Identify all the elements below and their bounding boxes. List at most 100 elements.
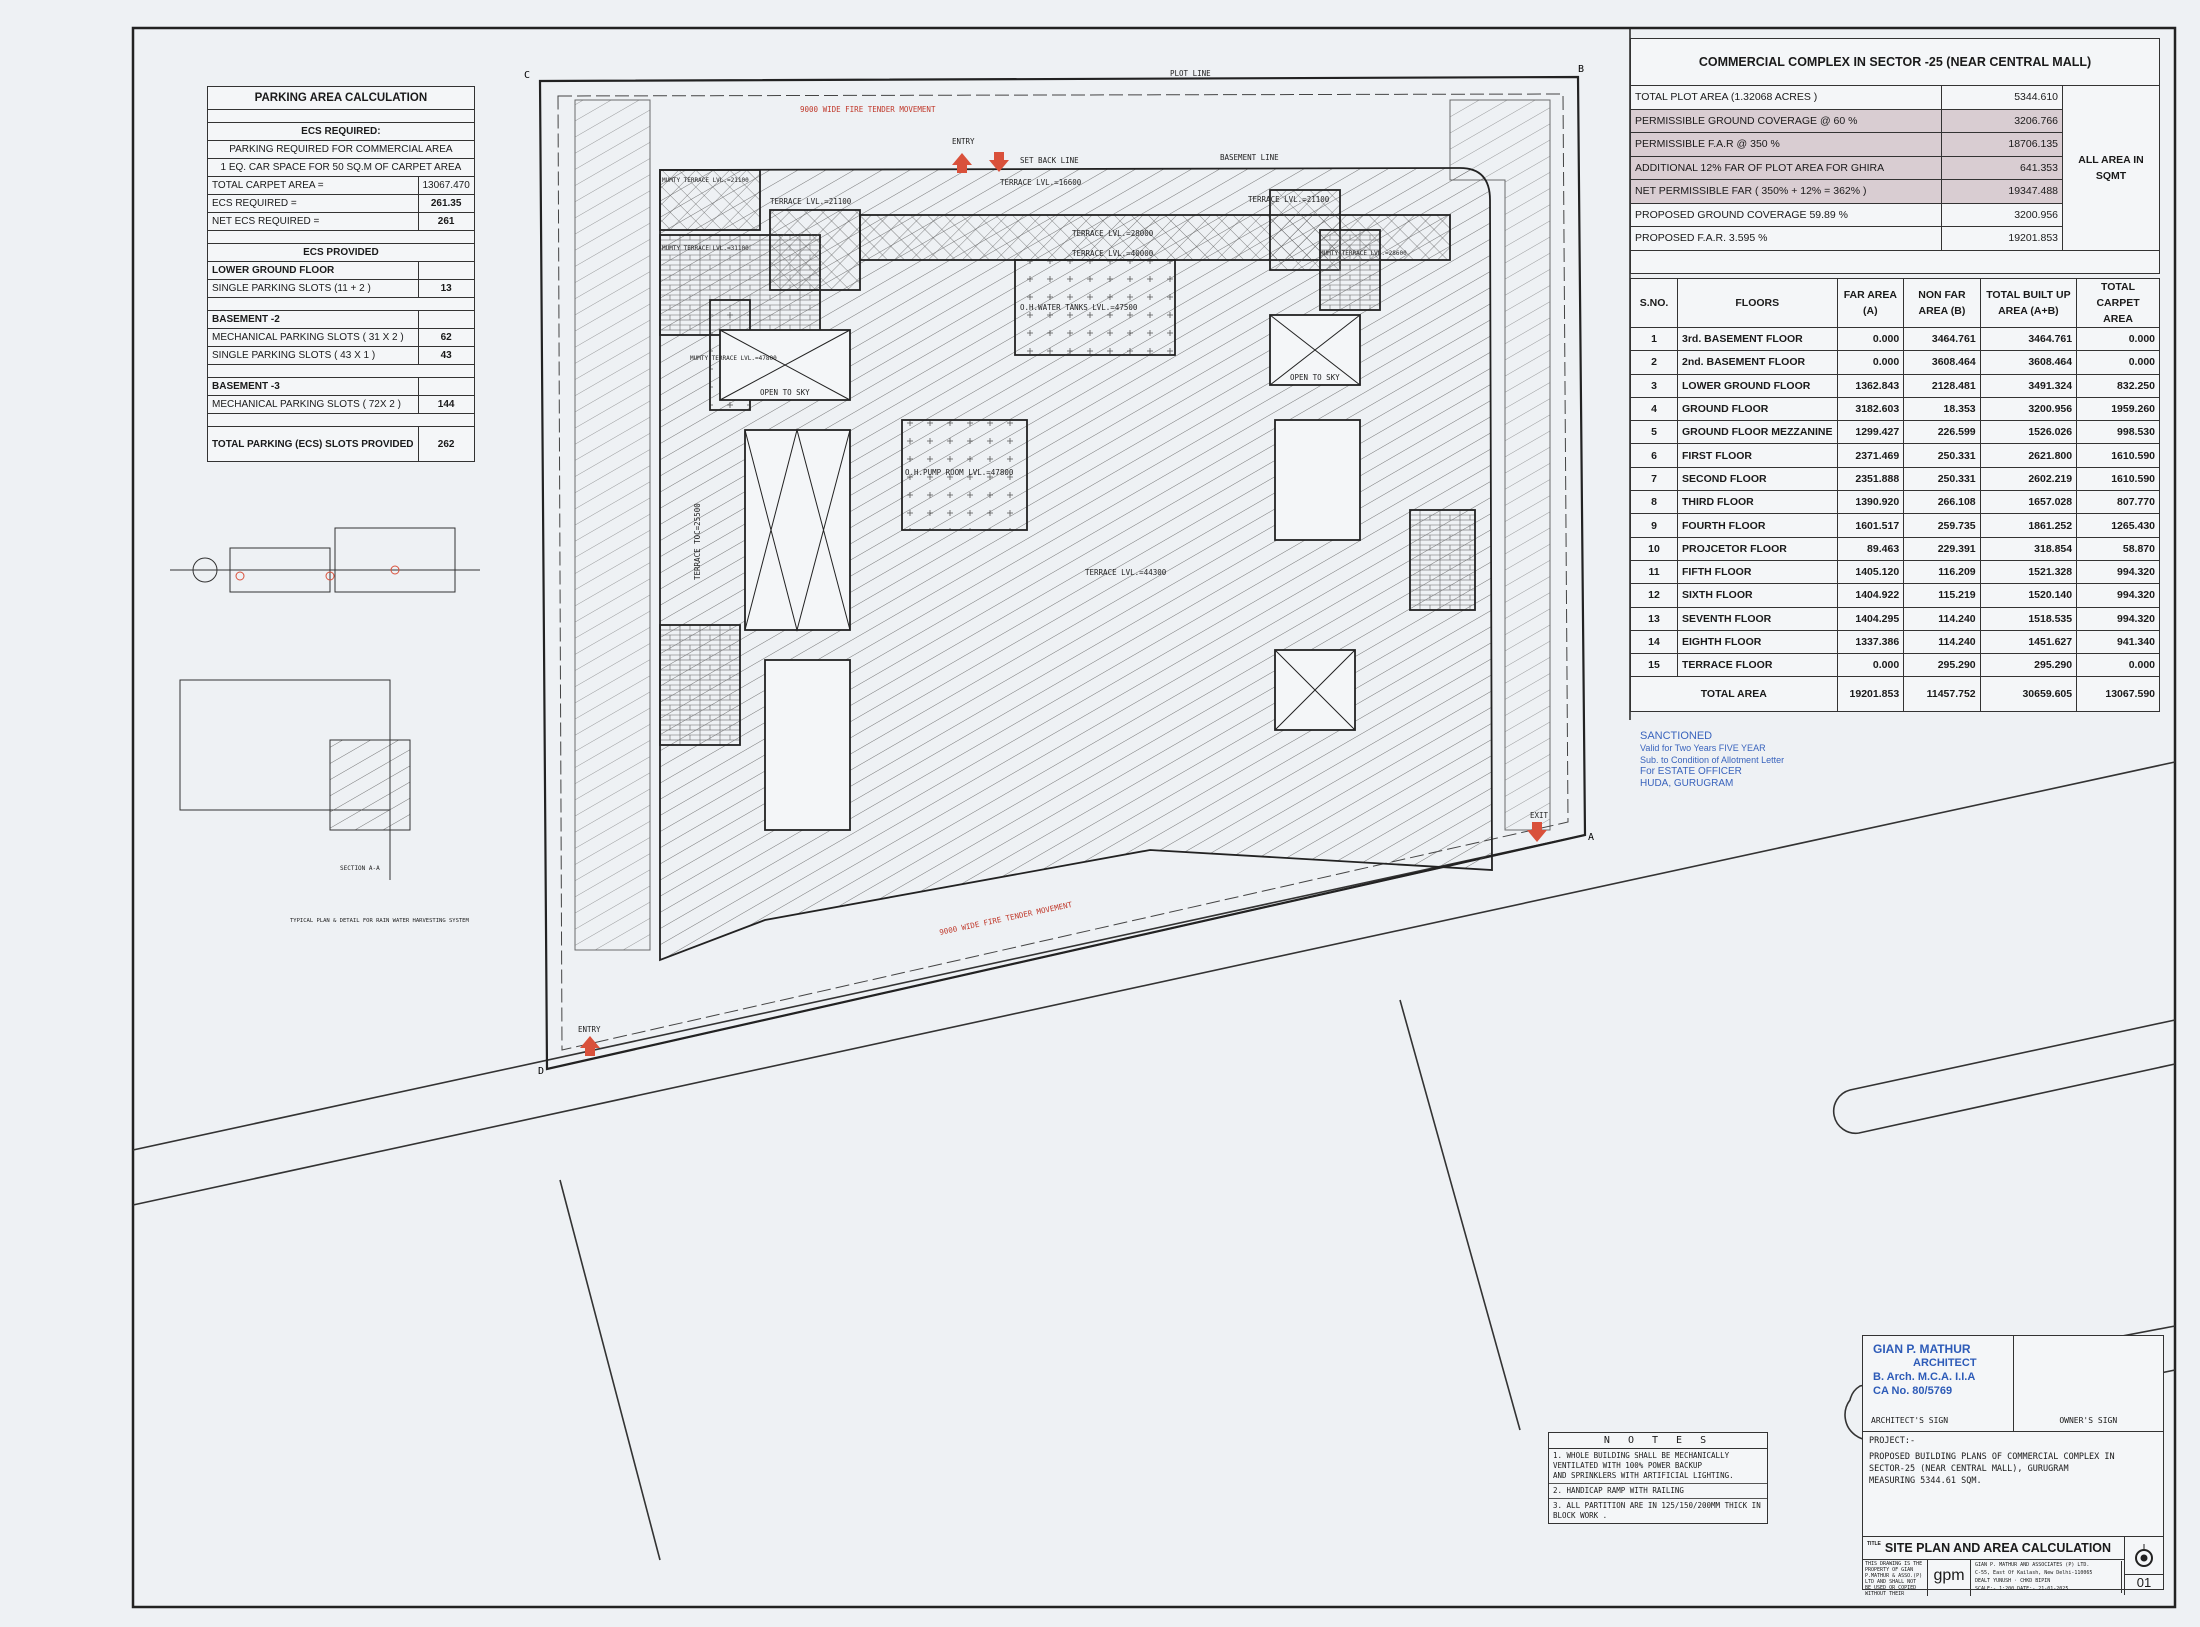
label-terrace-28000: TERRACE LVL.=28000 [1072,229,1154,238]
ramps [574,99,1551,951]
ecs-required-heading: ECS REQUIRED: [207,122,475,141]
label-entry-bottom: ENTRY [578,1025,601,1034]
summary-title: COMMERCIAL COMPLEX IN SECTOR -25 (NEAR C… [1630,38,2160,86]
note-item: 3. ALL PARTITION ARE IN 125/150/200MM TH… [1553,1501,1761,1520]
label-fire-tender-bottom: 9000 WIDE FIRE TENDER MOVEMENT [939,900,1074,937]
table-row: PROPOSED GROUND COVERAGE 59.89 %3200.956 [1630,202,2160,227]
group-heading: LOWER GROUND FLOOR [207,261,419,280]
table-row: PERMISSIBLE GROUND COVERAGE @ 60 %3206.7… [1630,108,2160,133]
column-header: FAR AREA (A) [1836,278,1905,328]
architect-stamp: GIAN P. MATHUR ARCHITECT B. Arch. M.C.A.… [1873,1342,1977,1397]
sanction-stamp: SANCTIONED Valid for Two Years FIVE YEAR… [1640,730,1785,789]
table-row: NET PERMISSIBLE FAR ( 350% + 12% = 362% … [1630,179,2160,204]
plot-boundary: C B A D [524,64,1594,1077]
label-terrace-toc: TERRACE TOC=25500 [693,503,702,580]
table-row: MECHANICAL PARKING SLOTS ( 31 X 2 )62 [207,328,475,347]
parking-rule-line: 1 EQ. CAR SPACE FOR 50 SQ.M OF CARPET AR… [207,158,475,177]
label-open-to-sky: OPEN TO SKY [760,388,810,397]
project-description: PROJECT:- PROPOSED BUILDING PLANS OF COM… [1863,1432,2163,1537]
sheet-number: 01 [2136,1575,2152,1590]
table-row: ECS REQUIRED =261.35 [207,194,475,213]
label-mumty-47800: MUMTY TERRACE LVL.=47800 [690,355,777,362]
parking-rule-line: PARKING REQUIRED FOR COMMERCIAL AREA [207,140,475,159]
notes-title: N O T E S [1549,1433,1767,1449]
label-terrace-44300: TERRACE LVL.=44300 [1085,568,1167,577]
group-heading: BASEMENT -3 [207,377,419,396]
column-header: TOTAL BUILT UP AREA (A+B) [1979,278,2078,328]
section-caption: SECTION A-A [340,865,380,872]
table-row: SINGLE PARKING SLOTS (11 + 2 )13 [207,279,475,298]
table-row: NET ECS REQUIRED =261 [207,212,475,231]
group-heading: BASEMENT -2 [207,310,419,329]
entry-arrow-icon [952,153,972,173]
table-row: MECHANICAL PARKING SLOTS ( 72X 2 )144 [207,395,475,414]
corner-c: C [524,70,530,81]
ecs-provided-heading: ECS PROVIDED [207,243,475,262]
label-open-to-sky-r: OPEN TO SKY [1290,373,1340,382]
label-oh-tanks: O.H.WATER TANKS LVL.=47500 [1020,303,1138,312]
label-plot-line: PLOT LINE [1170,69,1211,78]
label-terrace-21100: TERRACE LVL.=21100 [770,197,852,206]
note-item: 2. HANDICAP RAMP WITH RAILING [1549,1484,1767,1499]
owner-sign-box: OWNER'S SIGN [2012,1336,2164,1431]
column-header: S.NO. [1630,278,1678,328]
unit-note: ALL AREA IN SQMT [2062,85,2160,251]
sheet-border [131,26,2177,1609]
north-compass-icon [2125,1537,2163,1575]
title-block: GIAN P. MATHUR ARCHITECT B. Arch. M.C.A.… [1862,1335,2164,1596]
label-set-back-line: SET BACK LINE [1020,156,1079,165]
parking-table-title: PARKING AREA CALCULATION [207,86,475,110]
label-mumty-28600: MUMTY TERRACE LVL.=28600 [1320,250,1407,257]
column-header: TOTAL CARPET AREA [2076,278,2160,328]
building-footprint [659,167,1493,962]
table-row: TOTAL PLOT AREA (1.32068 ACRES )5344.610… [1630,85,2160,251]
area-summary-table: COMMERCIAL COMPLEX IN SECTOR -25 (NEAR C… [1630,38,2160,274]
parking-area-calculation-table: PARKING AREA CALCULATION ECS REQUIRED: P… [207,86,475,462]
corner-d: D [538,1066,544,1077]
column-header: NON FAR AREA (B) [1903,278,1981,328]
rainwater-harvesting-detail: SECTION A-A TYPICAL PLAN & DETAIL FOR RA… [170,527,480,924]
table-row: ADDITIONAL 12% FAR OF PLOT AREA FOR GHIR… [1630,155,2160,180]
architect-sign-box: GIAN P. MATHUR ARCHITECT B. Arch. M.C.A.… [1871,1342,1977,1425]
label-entry-top: ENTRY [952,137,975,146]
label-exit: EXIT [1530,811,1549,820]
rwh-caption: TYPICAL PLAN & DETAIL FOR RAIN WATER HAR… [290,918,469,924]
total-area-row: TOTAL AREA 19201.853 11457.752 30659.605… [1630,676,2160,713]
note-item: 1. WHOLE BUILDING SHALL BE MECHANICALLY … [1549,1449,1767,1484]
label-fire-tender-top: 9000 WIDE FIRE TENDER MOVEMENT [800,105,936,114]
firm-logo: gpm [1928,1560,1971,1596]
entry-exit-arrows [580,152,1547,1056]
label-terrace-40000: TERRACE LVL.=40000 [1072,249,1154,258]
label-mumty-21100: MUMTY TERRACE LVL.=21100 [662,177,749,184]
label-mumty-31100: MUMTY TERRACE LVL.=31100 [662,245,749,252]
label-oh-pump: O.H.PUMP ROOM LVL.=47800 [905,468,1014,477]
exit-arrow-icon [989,152,1009,172]
entry-arrow-icon [580,1036,600,1056]
corner-a: A [1588,832,1594,843]
exit-arrow-icon [1527,822,1547,842]
table-row: TOTAL CARPET AREA =13067.470 [207,176,475,195]
corner-b: B [1578,64,1584,75]
label-terrace-21100-r: TERRACE LVL.=21100 [1248,195,1330,204]
table-row: PROPOSED F.A.R. 3.595 %19201.853 [1630,226,2160,251]
notes-box: N O T E S 1. WHOLE BUILDING SHALL BE MEC… [1548,1432,1768,1524]
table-row: PERMISSIBLE F.A.R @ 350 %18706.135 [1630,132,2160,157]
